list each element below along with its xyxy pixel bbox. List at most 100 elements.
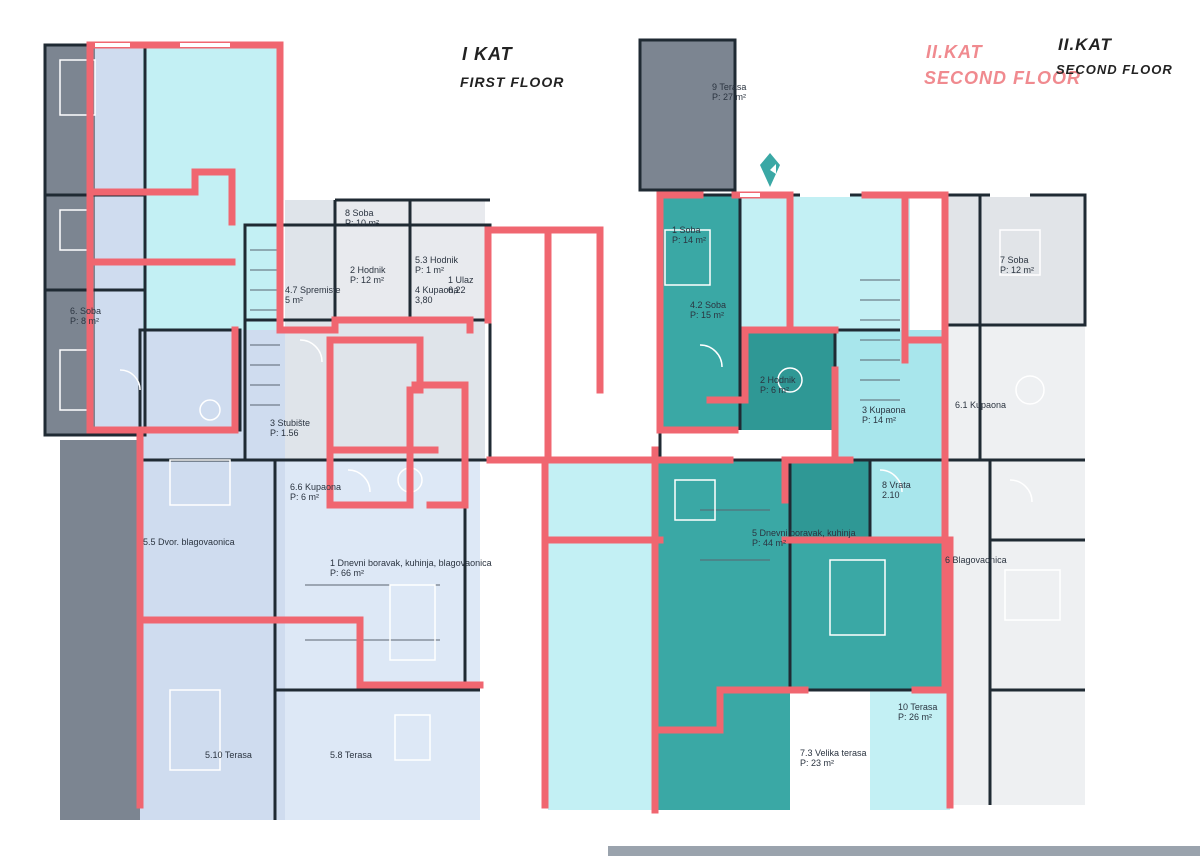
- room-area: P: 26 m²: [898, 712, 933, 722]
- room-number: 8: [345, 208, 351, 218]
- room-number: 5.3: [415, 255, 428, 265]
- right-zone-cyan-lower: [870, 690, 950, 810]
- room-name: Velika terasa: [815, 748, 867, 758]
- room-name: Hodnik: [357, 265, 386, 275]
- room-area: P: 23 m²: [800, 758, 835, 768]
- room-label: 6.1 Kupaona: [955, 400, 1006, 410]
- left-zone-blue-strip: [95, 45, 143, 435]
- room-name: Terasa: [910, 702, 938, 712]
- right-zone-teal-left: [660, 195, 740, 430]
- room-number: 6.1: [955, 400, 968, 410]
- room-number: 1: [330, 558, 336, 568]
- right-floor-title-en: SECOND FLOOR: [924, 68, 1082, 88]
- room-area: P: 6 m²: [290, 492, 320, 502]
- room-number: 4: [415, 285, 421, 295]
- room-number: 2: [350, 265, 356, 275]
- room-name: Stubište: [277, 418, 311, 428]
- room-number: 6.: [70, 306, 78, 316]
- room-area: P: 27 m²: [712, 92, 747, 102]
- room-area: 3,80: [415, 295, 433, 305]
- left-zone-cyan-top: [143, 45, 278, 330]
- room-area: P: 14 m²: [862, 415, 897, 425]
- right-zone-light-r: [945, 325, 1085, 805]
- red-outline-right: [486, 191, 954, 814]
- right-zone-cyan-bath: [835, 330, 945, 460]
- room-number: 4.2: [690, 300, 703, 310]
- room-label: 5.10 Terasa: [205, 750, 252, 760]
- room-name: Soba: [80, 306, 102, 316]
- door-arcs: [119, 339, 1033, 503]
- room-area: P: 1.56: [270, 428, 299, 438]
- right-floor-zones: [548, 40, 1085, 810]
- room-number: 5.8: [330, 750, 343, 760]
- room-number: 3: [862, 405, 868, 415]
- room-number: 5.5: [143, 537, 156, 547]
- room-name: Kupaona: [869, 405, 906, 415]
- left-zone-blue-main: [140, 330, 285, 820]
- room-name: Hodnik: [430, 255, 459, 265]
- room-label: 5.5 Dvor. blagovaonica: [143, 537, 235, 547]
- north-arrow-icon: [760, 153, 780, 187]
- room-area: P: 15 m²: [690, 310, 725, 320]
- furniture: [59, 59, 1061, 771]
- right-zone-cyan-top: [740, 195, 910, 330]
- right-zone-cyan-big: [548, 460, 658, 810]
- room-area: P: 8 m²: [70, 316, 100, 326]
- room-number: 6.6: [290, 482, 303, 492]
- room-name: Dnevni boravak, kuhinja: [759, 528, 856, 538]
- room-name: Vrata: [889, 480, 911, 490]
- room-name: Soba: [679, 225, 701, 235]
- room-area: P: 12 m²: [1000, 265, 1035, 275]
- right-zone-teal-center: [790, 540, 945, 690]
- room-area: 6,22: [448, 285, 466, 295]
- room-number: 7.3: [800, 748, 813, 758]
- room-number: 1: [672, 225, 678, 235]
- room-number: 9: [712, 82, 718, 92]
- room-number: 8: [882, 480, 888, 490]
- room-name: Kupaona: [305, 482, 342, 492]
- bottom-scrollbar[interactable]: [608, 846, 1200, 856]
- room-name: Terasa: [344, 750, 372, 760]
- room-number: 1: [448, 275, 454, 285]
- right-zone-grey-room: [945, 195, 1085, 325]
- room-label: 6 Blagovaonica: [945, 555, 1007, 565]
- room-name: Terasa: [719, 82, 747, 92]
- right-zone-teal-mid: [740, 330, 835, 430]
- right-zone-teal-small: [790, 460, 870, 540]
- red-outline-left: [86, 41, 492, 809]
- right-floor-title-en-alt: SECOND FLOOR: [1056, 62, 1173, 77]
- right-zone-cyan-small: [870, 460, 945, 540]
- right-zone-teal-big: [658, 460, 790, 810]
- left-zone-grey-bottom: [60, 440, 140, 820]
- room-area: P: 6 m²: [760, 385, 790, 395]
- left-floor-title-en: FIRST FLOOR: [460, 74, 565, 90]
- room-name: Spremiste: [300, 285, 341, 295]
- right-floor-title-hr-alt: II.KAT: [1058, 35, 1112, 54]
- room-area: P: 12 m²: [350, 275, 385, 285]
- room-area: 2.10: [882, 490, 900, 500]
- room-area: P: 14 m²: [672, 235, 707, 245]
- room-area: P: 66 m²: [330, 568, 365, 578]
- room-name: Dvor. blagovaonica: [158, 537, 235, 547]
- left-floor-title-hr: I KAT: [462, 44, 513, 64]
- window-openings: [95, 43, 1030, 197]
- room-name: Kupaona: [970, 400, 1007, 410]
